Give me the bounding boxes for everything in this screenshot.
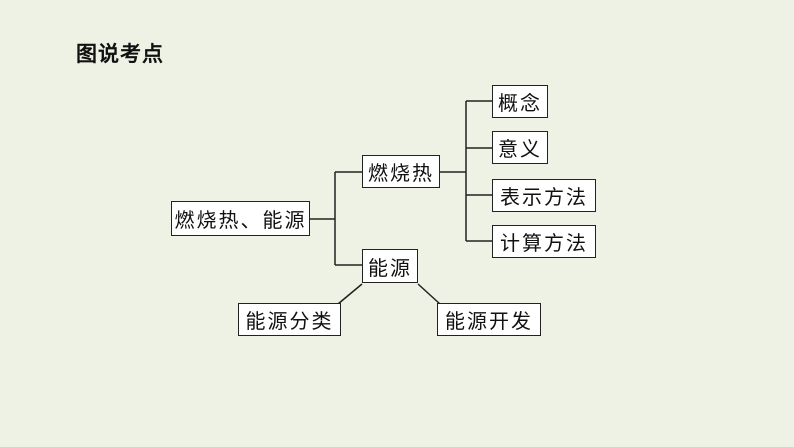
node-fenlei: 能源分类 xyxy=(238,303,341,336)
page-title: 图说考点 xyxy=(76,42,164,66)
node-ranshaore: 燃烧热 xyxy=(362,155,440,188)
node-yiyi: 意义 xyxy=(492,131,548,164)
connector-to-fenlei xyxy=(337,283,363,305)
node-nengyuan: 能源 xyxy=(362,249,418,283)
connector-to-kaifa xyxy=(417,283,441,305)
node-root: 燃烧热、能源 xyxy=(171,201,310,236)
node-kaifa: 能源开发 xyxy=(437,303,541,336)
node-gainian: 概念 xyxy=(492,85,548,118)
node-jisuan: 计算方法 xyxy=(492,225,596,258)
node-biaoshi: 表示方法 xyxy=(492,179,596,212)
